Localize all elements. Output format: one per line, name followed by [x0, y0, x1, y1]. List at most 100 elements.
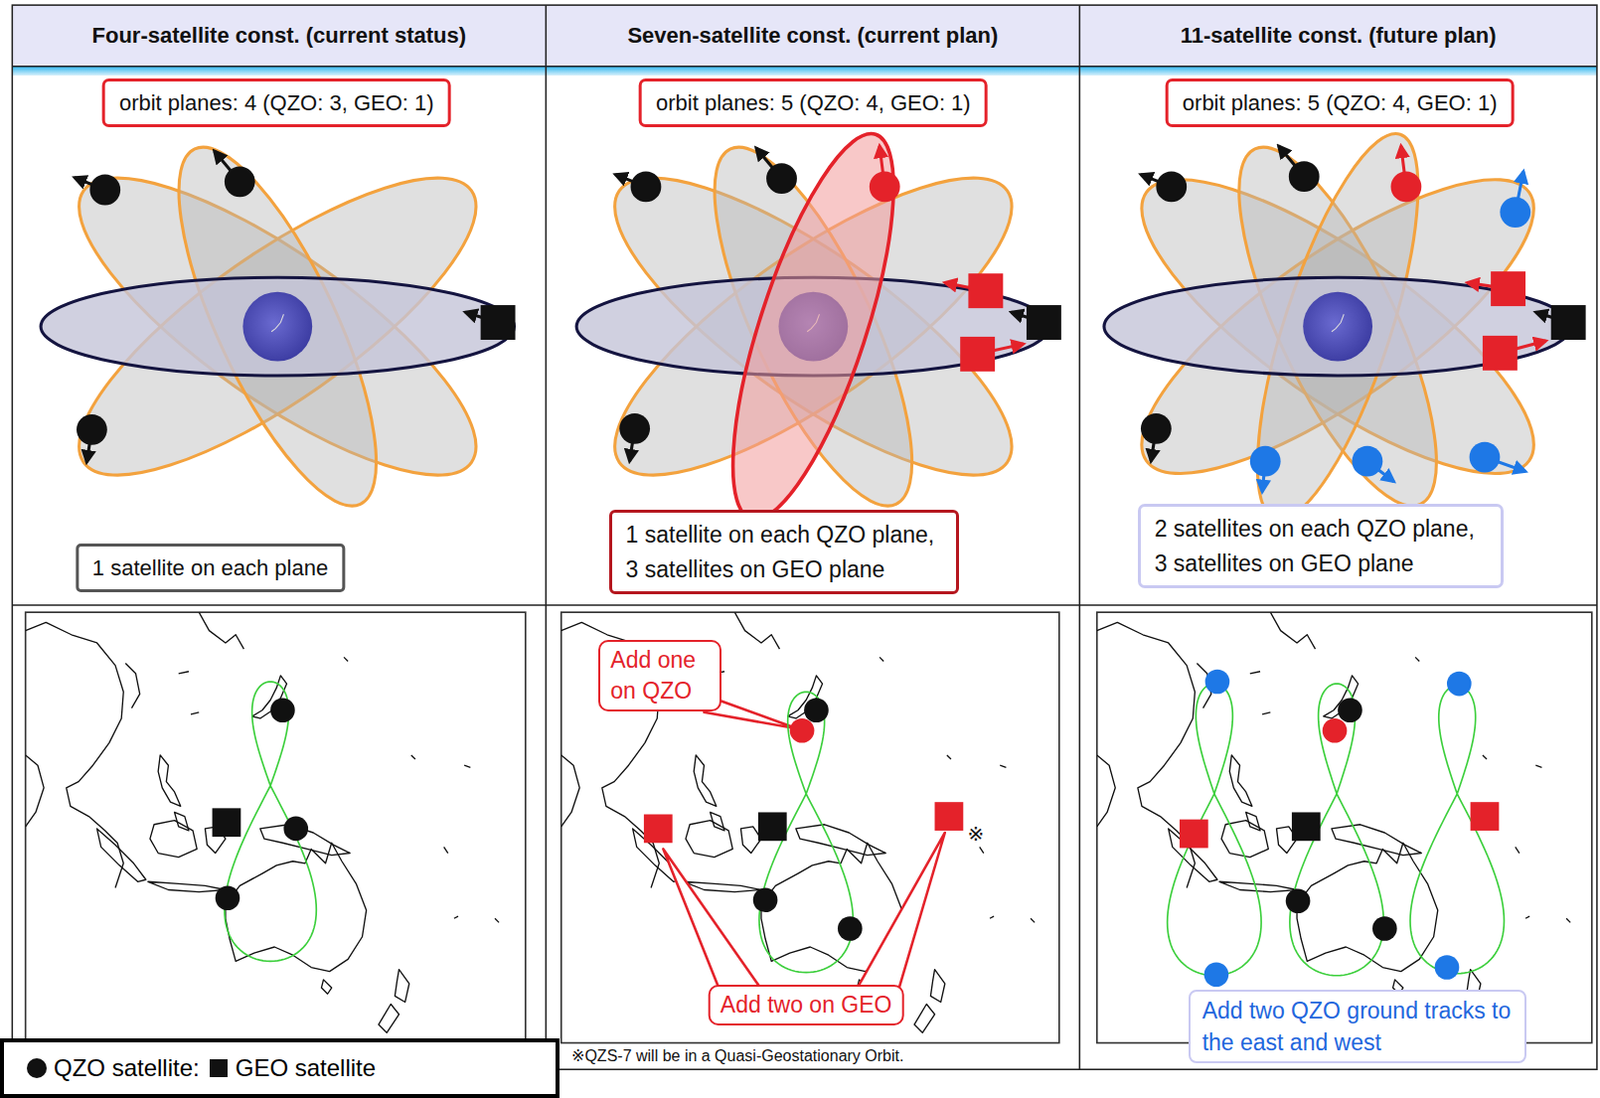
geo-satellite [967, 273, 1003, 309]
orbit-count-box: orbit planes: 5 (QZO: 4, GEO: 1) [639, 78, 988, 128]
header-band [11, 4, 1598, 67]
node-text: Add two on GEO [720, 989, 893, 1021]
geo-satellite [1551, 305, 1587, 340]
qzo-satellite [790, 718, 815, 744]
geo-satellite [1470, 801, 1500, 831]
qzo-satellite [753, 887, 779, 913]
coastline-map [561, 612, 1035, 1033]
japan-mark [271, 314, 284, 331]
legend-box: QZO satellite: GEO satellite [0, 1038, 560, 1098]
note-mark: ※ [966, 821, 984, 846]
earth [242, 292, 313, 362]
geo-satellite [1291, 811, 1321, 841]
orbit-panel [576, 118, 1062, 536]
qzo-satellite [1351, 446, 1383, 478]
note-box: 1 satellite on each plane [75, 543, 345, 593]
orbit-count-box: orbit planes: 4 (QZO: 3, GEO: 1) [102, 78, 452, 128]
qzo-satellite [766, 162, 798, 194]
node-text: 2 satellites on each QZO plane, 3 satell… [1154, 511, 1487, 581]
qzo-satellite [1288, 160, 1320, 192]
node-text: orbit planes: 4 (QZO: 3, GEO: 1) [119, 86, 435, 120]
table-grid [11, 4, 1598, 1070]
legend-text: GEO satellite [235, 1054, 376, 1083]
column-header: 11-satellite const. (future plan) [1079, 4, 1598, 67]
qzo-satellite [619, 413, 650, 445]
note-box: 2 satellites on each QZO plane, 3 satell… [1137, 503, 1504, 589]
coastline-map [1097, 612, 1571, 1033]
node-text: 1 satellite on each QZO plane, 3 satelli… [626, 517, 943, 587]
footnote: ※QZS-7 will be in a Quasi-Geostationary … [571, 1046, 904, 1066]
geo-satellite [1026, 305, 1062, 340]
node-text: Add two QZO ground tracks to the east an… [1202, 994, 1513, 1059]
header-stripe [11, 66, 1598, 76]
node-text: orbit planes: 5 (QZO: 4, GEO: 1) [1182, 86, 1498, 120]
geo-satellite [1490, 271, 1526, 307]
qzo-satellite [1337, 697, 1363, 723]
coastline-map [25, 612, 499, 1033]
qzo-satellite [1372, 916, 1398, 942]
qzo-satellite [1391, 171, 1423, 203]
column-header: Four-satellite const. (current status) [11, 4, 546, 67]
legend-item: QZO satellite: [25, 1054, 200, 1083]
qzo-orbit [41, 130, 514, 522]
qzo-satellite [869, 171, 901, 203]
qzo-satellite [1205, 669, 1231, 695]
qzo-satellite [1285, 888, 1311, 914]
geo-satellite [758, 811, 788, 841]
node-text: Four-satellite const. (current status) [92, 22, 468, 49]
legend-text: QZO satellite: [53, 1054, 200, 1083]
map-satellites [212, 669, 1500, 987]
qzo-satellite [76, 414, 108, 446]
qzo-satellite [283, 816, 309, 842]
ground-track [1410, 685, 1504, 974]
orbit-count-box: orbit planes: 5 (QZO: 4, GEO: 1) [1165, 78, 1515, 128]
legend-symbol [25, 1057, 48, 1080]
ground-tracks [224, 681, 1505, 976]
node-text: Seven-satellite const. (current plan) [627, 22, 998, 49]
geo-satellite [960, 336, 995, 372]
geo-orbit [40, 277, 514, 376]
geo-satellite [212, 807, 242, 837]
geo-satellite [1179, 819, 1209, 849]
qzo-satellite [1140, 413, 1172, 445]
orbit-panel [40, 124, 515, 530]
geo-satellite [935, 801, 964, 831]
qzo-satellite [1250, 446, 1281, 478]
japan-mark [1331, 314, 1344, 331]
node-text: orbit planes: 5 (QZO: 4, GEO: 1) [655, 86, 971, 120]
qzo-satellite [1204, 961, 1230, 987]
legend-item: GEO satellite [207, 1054, 376, 1083]
qzo-satellite [1446, 671, 1472, 697]
map-frames [25, 612, 1593, 1043]
qzo-satellite [270, 697, 296, 723]
ground-track [1289, 683, 1384, 976]
qzo-satellite [224, 165, 256, 197]
qzo-orbit [41, 130, 514, 522]
qzo-satellite [1322, 718, 1348, 744]
qzo-satellite [215, 885, 241, 911]
qzo-satellite [1155, 171, 1187, 203]
column-header: Seven-satellite const. (current plan) [545, 4, 1080, 67]
note-box: 1 satellite on each QZO plane, 3 satelli… [609, 509, 960, 595]
new-qzo-orbit [700, 118, 927, 536]
qzo-satellite [89, 174, 121, 206]
geo-satellite [643, 814, 673, 844]
node-text: 1 satellite on each plane [92, 551, 328, 585]
node-text: Add one on QZO [610, 644, 710, 707]
callout-box: Add two QZO ground tracks to the east an… [1188, 989, 1527, 1064]
callout-box: Add one on QZO [598, 640, 722, 712]
callout-leader [662, 699, 945, 992]
qzo-satellite [1435, 955, 1460, 980]
legend-symbol [207, 1057, 230, 1080]
ground-track [1167, 683, 1262, 976]
node-text: 11-satellite const. (future plan) [1180, 22, 1497, 49]
geo-satellite [1482, 335, 1518, 371]
qzo-satellite [1469, 442, 1501, 474]
qzo-satellite [803, 697, 829, 723]
callout-box: Add two on GEO [708, 984, 905, 1026]
earth [1302, 292, 1373, 362]
qzo-satellite [1499, 196, 1531, 228]
orbit-panel [1104, 118, 1587, 536]
qzo-satellite [837, 916, 863, 942]
qzo-satellite [631, 171, 662, 203]
